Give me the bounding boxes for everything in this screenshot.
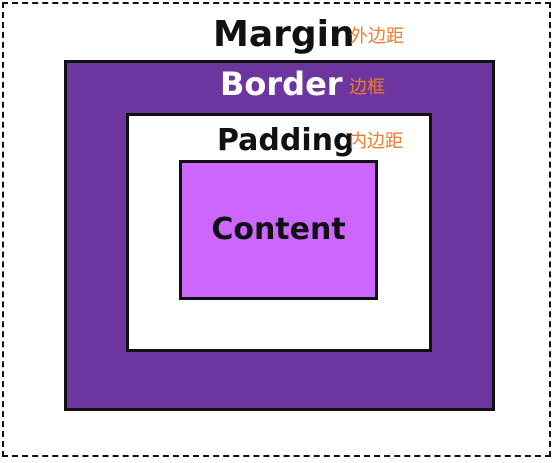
border-label: Border <box>220 65 343 103</box>
padding-label: Padding <box>217 123 355 158</box>
padding-label-zh: 内边距 <box>349 131 403 152</box>
content-label: Content <box>211 212 346 247</box>
margin-label-zh: 外边距 <box>350 26 404 47</box>
content-box: Content <box>179 160 378 300</box>
margin-label: Margin <box>213 14 355 55</box>
border-label-zh: 边框 <box>349 77 385 98</box>
